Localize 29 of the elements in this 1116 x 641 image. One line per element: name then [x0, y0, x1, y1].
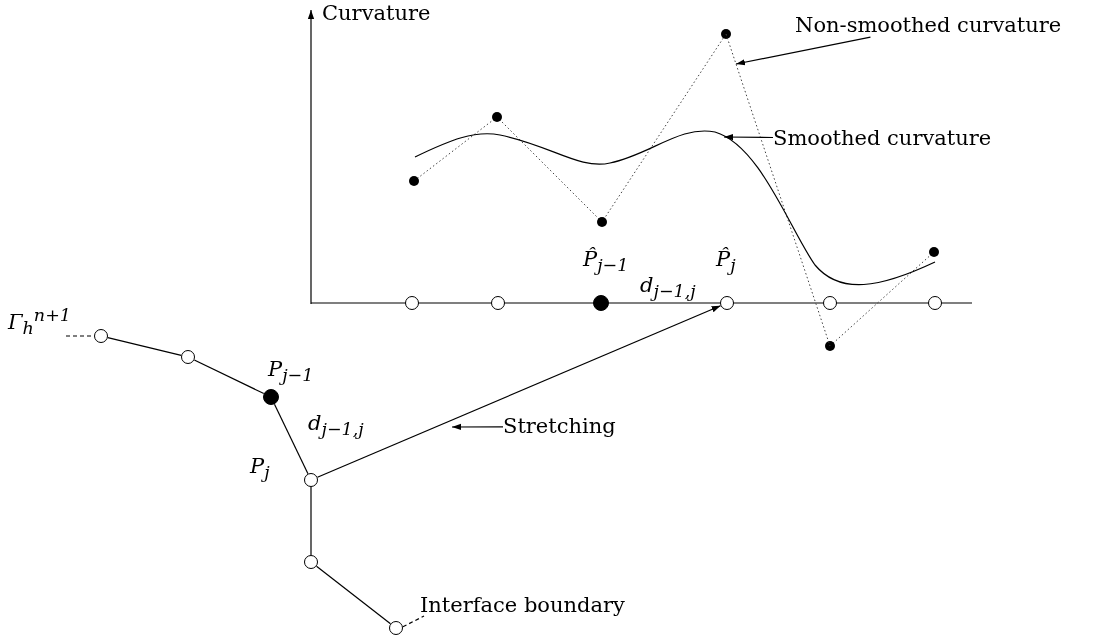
point-marker — [94, 329, 108, 343]
leader-line — [723, 133, 774, 141]
line-segment — [107, 337, 182, 356]
point-marker — [491, 296, 505, 310]
point-marker — [405, 296, 419, 310]
point-marker — [823, 296, 837, 310]
point-label: P̂$_{j−1}$ — [583, 248, 629, 276]
line-segment — [273, 403, 309, 475]
point-marker — [389, 621, 403, 635]
point-marker — [928, 296, 942, 310]
distance-label: d$_{j−1,j}$ — [640, 274, 696, 302]
line-segment — [315, 565, 392, 625]
leader-line — [735, 36, 872, 66]
text-label: Stretching — [503, 415, 616, 439]
point-marker — [304, 555, 318, 569]
leader-line — [451, 423, 504, 431]
point-label: P$_{j}$ — [250, 455, 270, 483]
point-marker — [181, 350, 195, 364]
point-label: P̂$_{j}$ — [716, 248, 736, 276]
line-segment — [402, 615, 425, 628]
edge-label: d$_{j−1,j}$ — [306, 412, 366, 440]
line-segment — [310, 486, 312, 556]
text-label: Non-smoothed curvature — [795, 14, 1062, 38]
axis-label: Curvature — [322, 2, 431, 26]
text-label: Interface boundary — [420, 594, 625, 618]
arrow — [316, 305, 722, 478]
text-label: Smoothed curvature — [773, 127, 992, 151]
point-label: P$_{j−1}$ — [268, 358, 314, 386]
line-segment — [193, 359, 265, 395]
